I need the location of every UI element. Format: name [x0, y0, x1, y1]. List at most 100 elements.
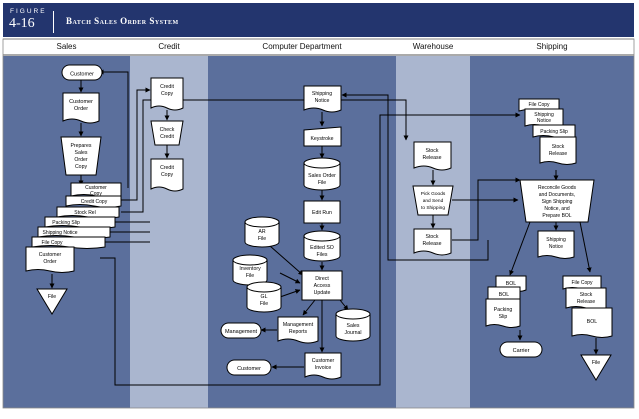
label-bol-3: BOL — [587, 319, 597, 325]
credit-lane-shapes: Credit Copy Check Credit Credit Copy — [150, 77, 184, 192]
label-sales-file: File — [48, 294, 56, 300]
label-prepares-1: Prepares — [70, 143, 91, 149]
label-wsr-2: Release — [422, 155, 441, 161]
label-sj-2: Journal — [344, 330, 361, 336]
label-csn-1: Shipping — [312, 91, 332, 97]
label-co-1: Customer — [39, 252, 62, 258]
terminal-management — [220, 322, 262, 339]
label-dau-2: Access — [314, 283, 331, 289]
label-cci-2: Copy — [161, 91, 174, 97]
doc-cd-shipping-notice — [303, 85, 342, 113]
doc-credit-copy-in — [150, 77, 184, 111]
label-shn-1: Shipping — [534, 112, 554, 118]
doc-wh-stock-release-in — [413, 141, 452, 171]
flow-inventory-to-update — [279, 272, 301, 284]
label-sales-customer: Customer — [70, 72, 94, 78]
lane-computer-department — [208, 56, 396, 408]
terminal-carrier — [499, 341, 543, 358]
label-prepares-2: Sales — [75, 150, 88, 156]
figure-label: FIGURE — [10, 8, 47, 15]
label-cc-1: Customer — [85, 185, 107, 191]
label-sno-1: Shipping — [546, 237, 566, 243]
label-mr-2: Reports — [289, 329, 308, 335]
label-co-2: Order — [43, 259, 57, 265]
column-header-computer-department: Computer Department — [262, 42, 342, 51]
label-pick-3: to Shipping — [421, 205, 445, 211]
column-header-shipping: Shipping — [536, 42, 568, 51]
doc-wh-stock-release-out — [413, 228, 452, 256]
label-cco-1: Credit — [160, 165, 174, 171]
label-dau-3: Update — [314, 290, 331, 296]
label-chk-1: Check — [160, 127, 175, 133]
flow-ar-to-update — [269, 245, 304, 276]
doc-customer-order-copy — [25, 246, 75, 273]
label-sno-2: Notice — [549, 244, 563, 250]
doc-sh-packing-slip-out — [485, 298, 521, 328]
flow-update-to-journal — [339, 299, 349, 311]
disk-sales-journal — [335, 308, 371, 342]
label-sj-1: Sales — [347, 323, 360, 329]
flow-release-to-reconcile — [452, 177, 521, 241]
shipping-lane-shapes: File Copy Shipping Notice Packing Slip S… — [485, 98, 613, 381]
label-inv-1: Inventory — [239, 266, 261, 272]
label-csn-2: Notice — [315, 98, 330, 104]
manual-prepares-copy — [60, 136, 102, 176]
label-sof-1: Sales Order — [308, 173, 336, 179]
process-direct-access-update — [301, 270, 343, 301]
figure-banner: FIGURE 4-16 Batch Sales Order System — [3, 3, 634, 37]
doc-credit-copy-out — [150, 158, 184, 192]
flow-documents-to-shipping — [100, 112, 521, 386]
disk-ar-file — [244, 216, 280, 248]
doc-management-reports — [277, 316, 319, 344]
label-carrier: Carrier — [513, 348, 530, 354]
flow-gl-to-update — [279, 289, 301, 298]
label-cco-2: Copy — [161, 172, 174, 178]
label-rec-1: Reconcile Goods — [538, 185, 577, 191]
label-chk-2: Credit — [160, 134, 174, 140]
label-cd-customer: Customer — [237, 366, 261, 372]
manual-reconcile — [519, 179, 595, 223]
column-header-sales: Sales — [56, 42, 77, 51]
label-cci-1: Credit — [160, 84, 174, 90]
label-gl-2: File — [260, 301, 268, 307]
disk-edited-so-files — [303, 230, 341, 262]
label-pso-2: Slip — [499, 314, 508, 320]
column-header-warehouse: Warehouse — [412, 42, 454, 51]
column-header-credit: Credit — [158, 42, 180, 51]
label-edit-run: Edit Run — [312, 210, 332, 216]
label-bol-2: BOL — [499, 292, 509, 298]
label-sales-stock-rel: Stock Rel — [74, 210, 95, 216]
label-rec-5: Prepare BOL — [542, 213, 571, 219]
cd-lane-shapes: Shipping Notice Keystroke Sales Order Fi… — [220, 85, 371, 380]
flow-credit-copy-to-credit — [121, 87, 151, 201]
label-pick-1: Pick Goods — [421, 191, 446, 197]
label-cc-2: Copy — [90, 191, 102, 197]
flow-customer-copy-to-customer — [98, 69, 129, 188]
label-sales-file-copy: File Copy — [41, 240, 63, 246]
doc-bol-3 — [571, 307, 613, 338]
label-eso-1: Edited SO — [310, 245, 334, 251]
label-ci-2: Invoice — [315, 365, 332, 371]
label-prepares-3: Order — [74, 157, 88, 163]
label-ar-2: File — [258, 236, 266, 242]
process-edit-run — [303, 200, 341, 224]
label-rec-4: Notice, and — [544, 206, 570, 212]
flow-stock-release-to-warehouse — [121, 99, 409, 213]
label-sso-1: Stock — [580, 292, 593, 298]
warehouse-lane-shapes: Stock Release Pick Goods and Send to Shi… — [412, 141, 454, 256]
disk-sales-order-file — [303, 157, 341, 191]
label-wso-1: Stock — [426, 234, 439, 240]
flow-reconcile-to-filecopy — [579, 221, 592, 273]
doc-customer-invoice — [304, 352, 342, 380]
document-customer-order — [62, 92, 100, 124]
label-ci-1: Customer — [312, 358, 335, 364]
label-customer-order-2: Order — [74, 106, 88, 112]
label-keystroke: Keystroke — [310, 136, 333, 142]
label-shs-1: Stock — [552, 144, 565, 150]
label-sh-file-copy: File Copy — [528, 102, 550, 108]
label-gl-1: GL — [261, 294, 268, 300]
sales-lane-shapes: Customer Customer Order Prepares Sales O… — [25, 64, 122, 315]
label-wso-2: Release — [422, 241, 441, 247]
figure-title: Batch Sales Order System — [66, 16, 179, 26]
